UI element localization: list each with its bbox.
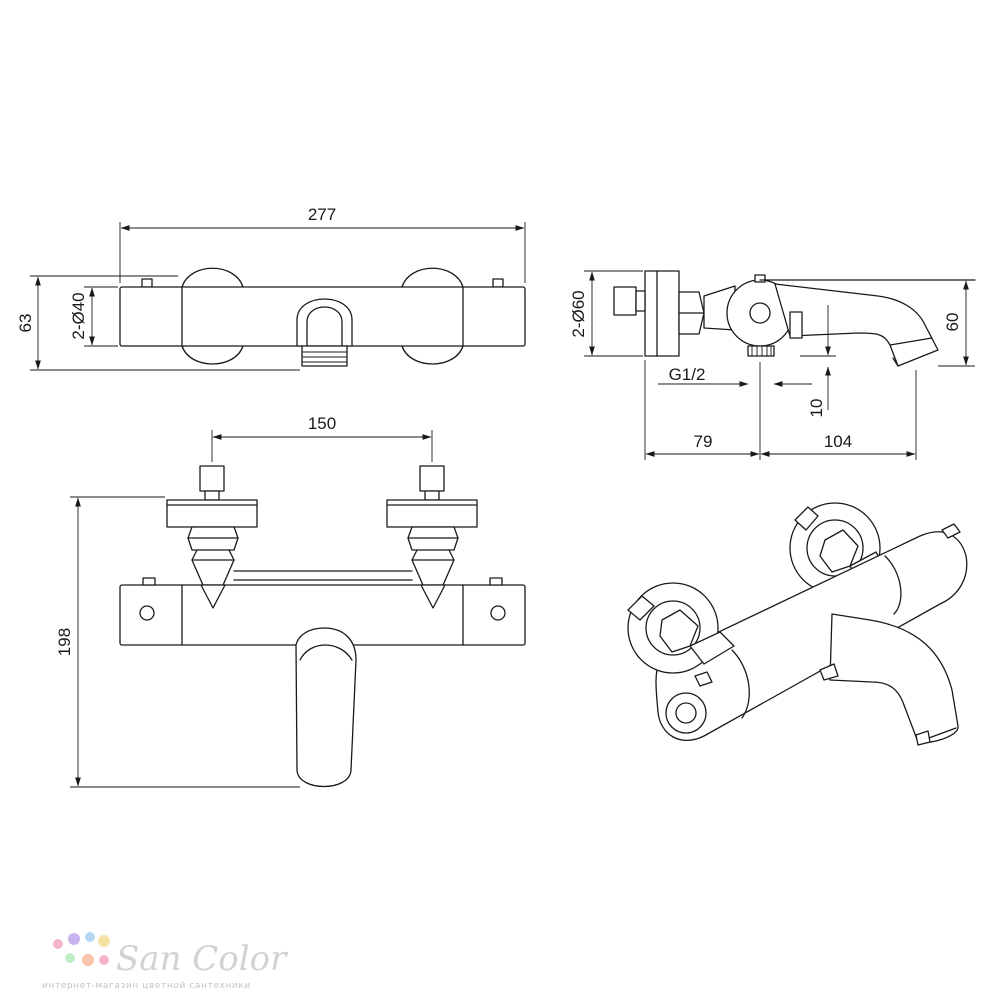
iso-body (655, 531, 968, 741)
iso-rear-inlet-pipe (794, 506, 819, 531)
logo-dot-1 (53, 939, 63, 949)
logo-dot-3 (85, 932, 95, 942)
dim-height-63: 63 (16, 314, 35, 333)
top-view: 277 63 2-Ø40 (16, 205, 526, 371)
dim-diameter-60: 2-Ø60 (569, 290, 588, 337)
logo-dot-4 (98, 935, 110, 947)
right-inlet-fitting (419, 465, 445, 492)
watermark: San Color интернет-магазин цветной санте… (42, 932, 288, 991)
spout-top (296, 298, 353, 347)
iso-front-inlet-pipe (627, 595, 655, 621)
iso-knob-end (665, 692, 707, 734)
left-knob-outline (181, 267, 244, 288)
isometric-view (627, 502, 968, 746)
wall-flange (644, 270, 680, 357)
pin-right (492, 278, 504, 288)
logo-dot-2 (68, 933, 80, 945)
front-view: 150 198 (55, 414, 526, 788)
right-knob-outline (401, 267, 464, 288)
dim-height-198: 198 (55, 628, 74, 656)
dim-offset-10: 10 (807, 399, 826, 418)
dim-diameter-40: 2-Ø40 (69, 292, 88, 339)
dim-thread-g12: G1/2 (669, 365, 706, 384)
dim-height-60: 60 (943, 313, 962, 332)
side-view: G1/2 10 2-Ø60 60 79 104 (569, 270, 976, 460)
left-inlet-fitting (199, 465, 225, 492)
right-flange (386, 499, 478, 528)
g12-outlet (747, 345, 775, 357)
logo-dots (53, 932, 110, 966)
right-connector (411, 559, 455, 609)
logo-dot-5 (65, 953, 75, 963)
pin-left (141, 278, 153, 288)
dim-width-277: 277 (308, 205, 336, 224)
dim-spacing-150: 150 (308, 414, 336, 433)
left-flange (166, 499, 258, 528)
dim-span-79: 79 (694, 432, 713, 451)
brand-name: San Color (116, 939, 288, 979)
iso-spout (829, 613, 959, 744)
logo-dot-6 (82, 954, 94, 966)
spout-outlet (301, 345, 348, 367)
logo-dot-7 (99, 955, 109, 965)
spout-front (295, 627, 357, 788)
dim-span-104: 104 (824, 432, 852, 451)
left-connector (191, 559, 235, 609)
brand-tagline: интернет-магазин цветной сантехники (42, 981, 251, 991)
